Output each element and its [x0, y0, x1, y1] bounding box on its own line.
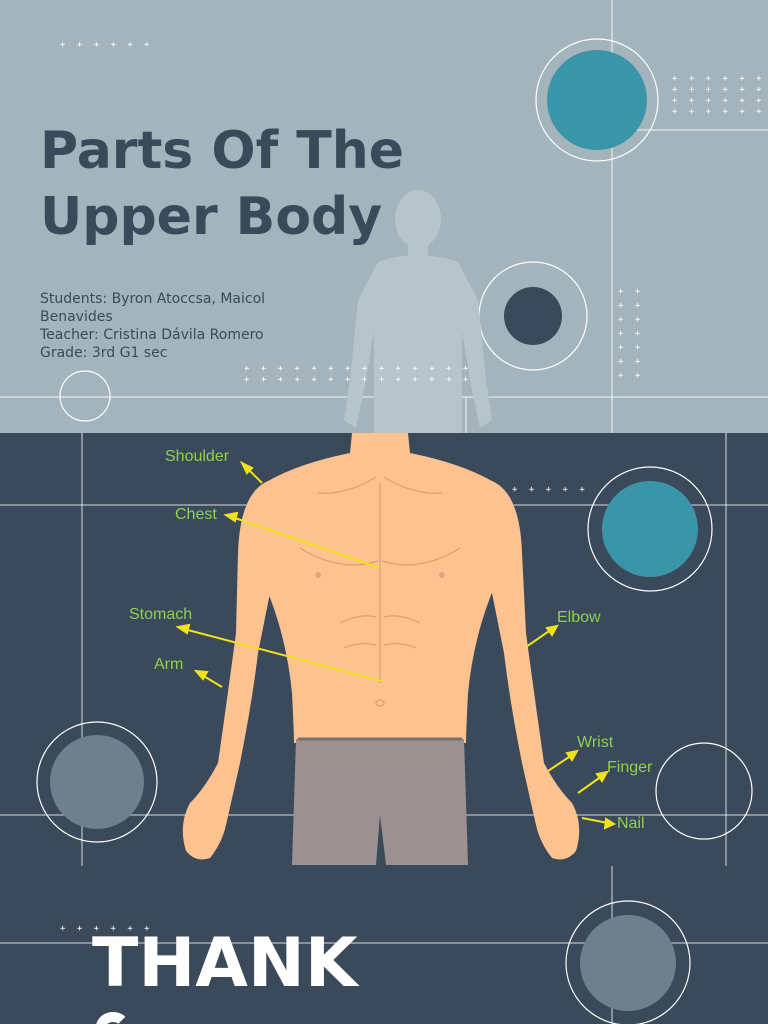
credits-block: Students: Byron Atoccsa, Maicol Benavide… [40, 290, 340, 362]
decor-ring [59, 370, 111, 422]
decor-dots: + + + + + + + + + + + + + + + + + + + + … [672, 74, 765, 117]
decor-ring [36, 721, 158, 843]
thanks-heading: THANK [92, 924, 358, 1003]
arrow-finger-head [595, 770, 609, 783]
title-slide: + + + + + + + + + + + + + + + + + + + + … [0, 0, 768, 433]
arrow-chest [231, 516, 381, 569]
teacher-line: Teacher: Cristina Dávila Romero [40, 327, 264, 343]
label-chest: Chest [175, 506, 217, 523]
label-arm: Arm [154, 656, 184, 673]
decor-dots: + + + + + + + + + + + + + + [618, 287, 644, 381]
thanks-slide: + + + + + + THANK [0, 866, 768, 1024]
label-shoulder: Shoulder [165, 448, 230, 465]
students-line: Students: Byron Atoccsa, Maicol Benavide… [40, 291, 266, 325]
arrow-shoulder-head [239, 460, 254, 475]
arrow-wrist-head [565, 749, 579, 762]
arrow-nail-head [603, 817, 617, 830]
arrow-arm [201, 674, 223, 688]
thanks-slide-decor [0, 866, 768, 1024]
thanks-heading-cropped-glyph [96, 1012, 130, 1024]
arrow-chest-head [223, 511, 239, 523]
arrow-elbow-head [545, 624, 559, 637]
label-wrist: Wrist [577, 734, 614, 751]
decor-dots: + + + + + [512, 485, 588, 495]
decor-ring [565, 900, 691, 1024]
label-arrows [175, 460, 617, 830]
decor-ring [655, 742, 753, 840]
label-elbow: Elbow [557, 609, 601, 626]
torso-illustration [182, 433, 580, 865]
arrow-elbow [525, 628, 553, 648]
arrow-nail [581, 817, 609, 824]
body-diagram [0, 433, 768, 866]
decor-teal-circle [602, 481, 698, 577]
decor-ring [535, 38, 659, 162]
decor-dots: + + + + + + [60, 40, 153, 50]
arrow-wrist [547, 754, 573, 772]
slide-title: Parts Of The Upper Body [40, 121, 405, 247]
decor-dark-circle [504, 287, 562, 345]
label-stomach: Stomach [129, 606, 193, 623]
arrow-stomach [183, 628, 383, 682]
decor-grey-circle [50, 735, 144, 829]
decor-teal-circle [547, 50, 647, 150]
grade-line: Grade: 3rd G1 sec [40, 345, 168, 361]
arrow-arm-head [193, 669, 209, 681]
arrow-stomach-head [175, 623, 191, 635]
body-diagram-slide: + + + + + Shoulder Chest Stomach Arm Elb… [0, 433, 768, 866]
arrow-finger [577, 775, 603, 794]
label-finger: Finger [607, 759, 653, 776]
decor-grey-circle [580, 915, 676, 1011]
label-nail: Nail [617, 815, 645, 832]
decor-ring [587, 466, 713, 592]
title-slide-decor [0, 0, 768, 433]
human-silhouette [344, 190, 492, 433]
decor-dots: + + + + + + + + + + + + + + + + + + + + … [244, 364, 472, 385]
decor-dots: + + + + + + [60, 924, 153, 934]
